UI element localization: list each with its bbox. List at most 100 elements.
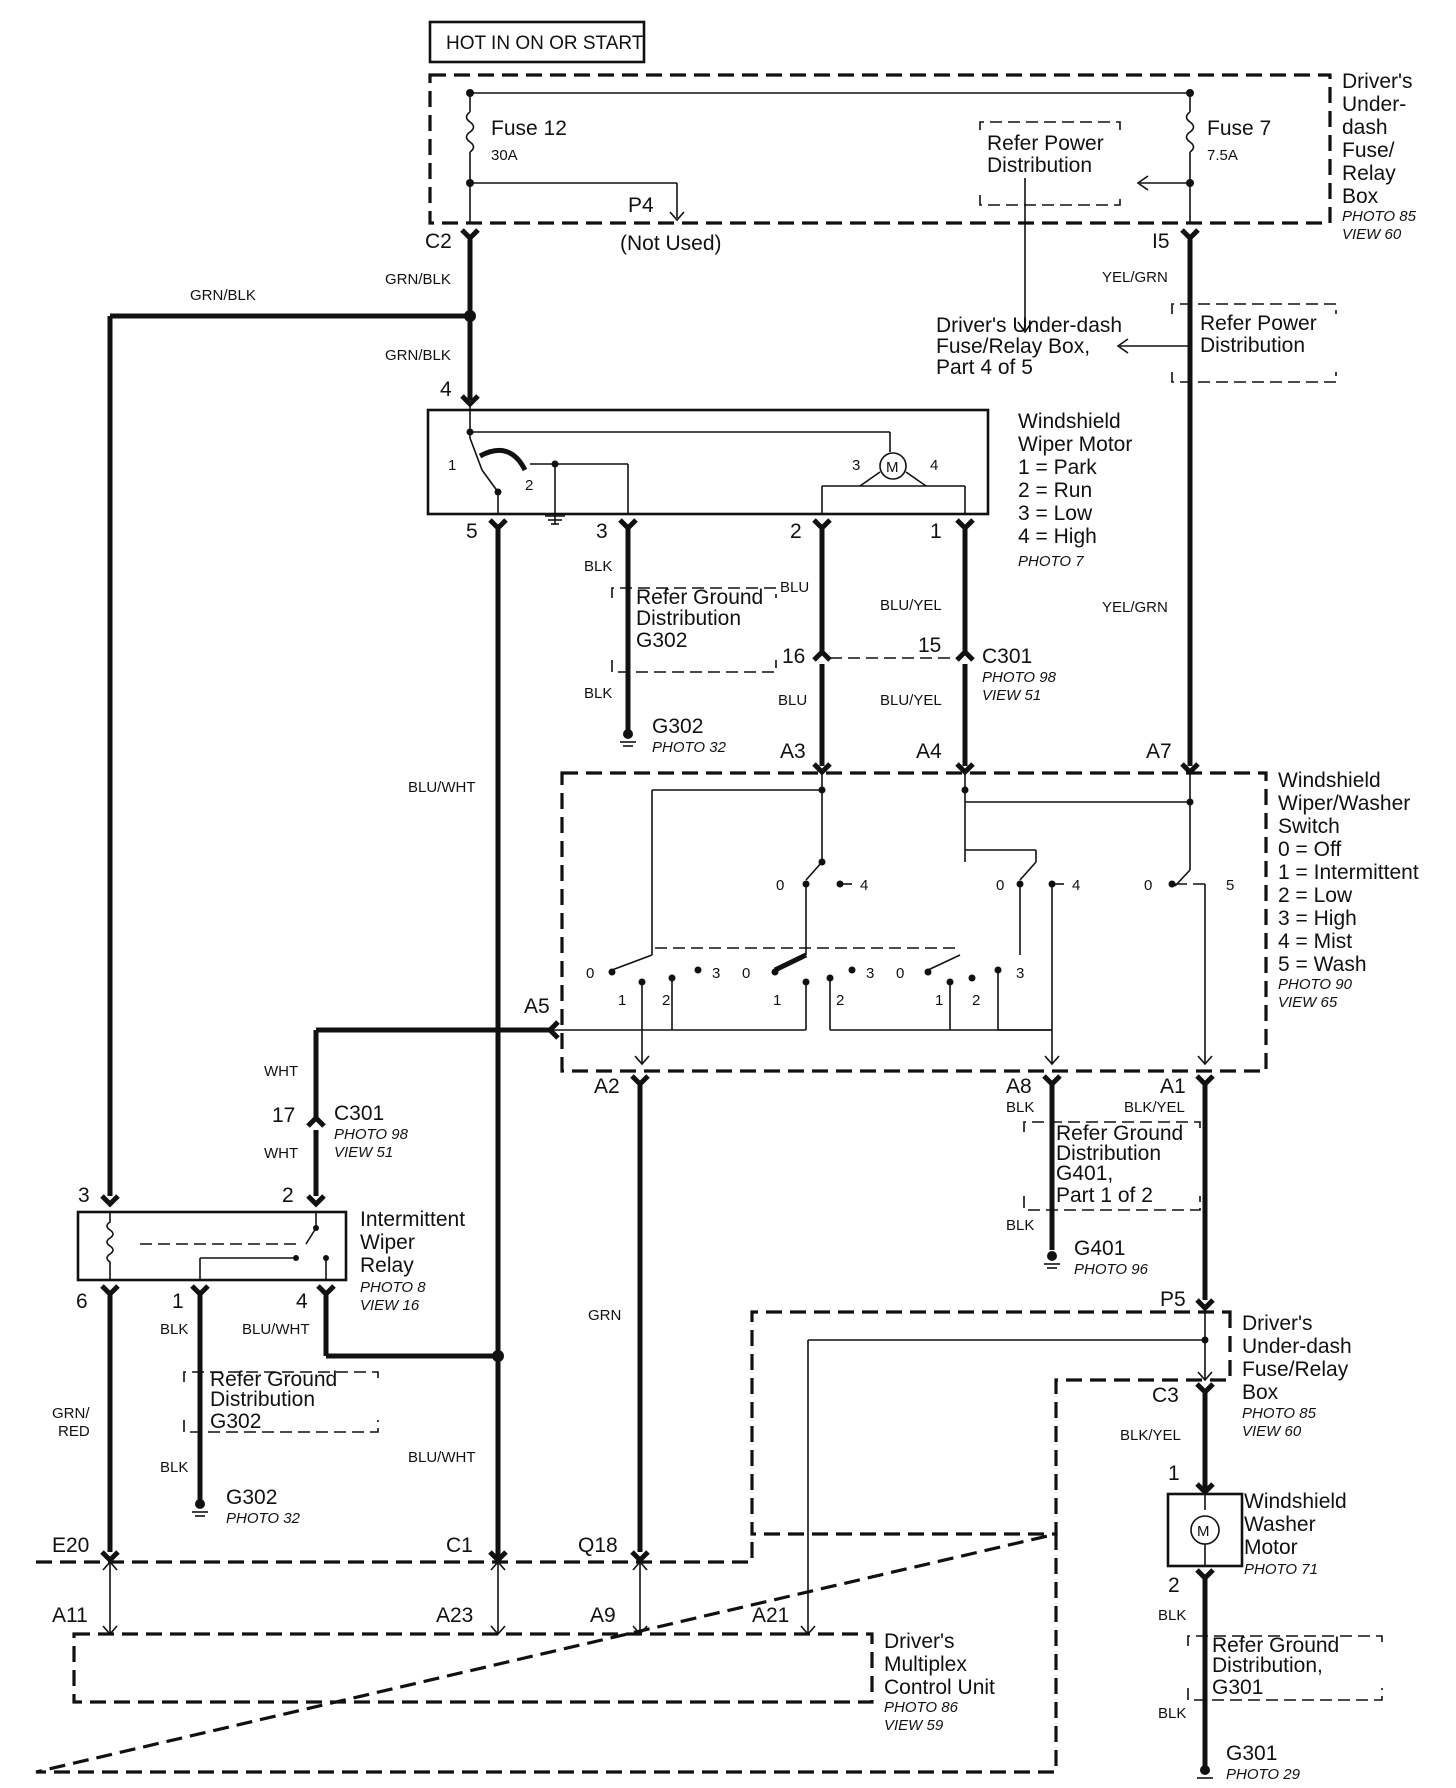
- mcu-pin-a11: A11: [52, 1604, 88, 1627]
- wire-blk-1: BLK: [584, 558, 612, 575]
- wire-grn-blk-1: GRN/BLK: [385, 271, 451, 288]
- svg-text:2: 2: [972, 992, 980, 1009]
- motor-pin-4: 4: [440, 378, 452, 401]
- svg-text:5 = Wash: 5 = Wash: [1278, 953, 1367, 976]
- c301-mid-photo-1: PHOTO 98: [334, 1126, 409, 1143]
- switch-pin-a7: A7: [1146, 740, 1172, 763]
- fusebox-bottom-outline: [750, 1310, 1232, 1536]
- g302-top-refer-2: Distribution: [636, 607, 741, 630]
- fusebox-part4-3: Part 4 of 5: [936, 356, 1033, 379]
- svg-text:0: 0: [586, 965, 594, 982]
- svg-text:M: M: [1197, 1523, 1210, 1540]
- g301-name: G301: [1226, 1742, 1277, 1765]
- c301-mid-name: C301: [334, 1102, 384, 1125]
- wire-blk-g401-2: BLK: [1006, 1217, 1034, 1234]
- refer-power-right-1: Refer Power: [1200, 312, 1317, 335]
- switch-pin-a8: A8: [1006, 1075, 1032, 1098]
- svg-text:Box: Box: [1342, 185, 1379, 208]
- mcu-outline: [35, 1531, 1058, 1774]
- g302-top-refer-1: Refer Ground: [636, 586, 763, 609]
- svg-text:1: 1: [935, 992, 943, 1009]
- switch-pin-a5: A5: [524, 995, 550, 1018]
- g401-refer-4: Part 1 of 2: [1056, 1184, 1153, 1207]
- switch-pin-a3: A3: [780, 740, 806, 763]
- svg-text:VIEW 16: VIEW 16: [360, 1297, 420, 1314]
- wire-blu-yel-1: BLU/YEL: [880, 597, 942, 614]
- header-box: [428, 20, 646, 64]
- wire-blu-2: BLU: [778, 692, 807, 709]
- g302-bottom-refer-2: Distribution: [210, 1388, 315, 1411]
- svg-text:Switch: Switch: [1278, 815, 1340, 838]
- svg-text:Windshield: Windshield: [1244, 1490, 1347, 1513]
- fuse7-name: Fuse 7: [1207, 117, 1271, 140]
- fusebox-bottom-c3: C3: [1152, 1384, 1179, 1407]
- svg-text:PHOTO 85: PHOTO 85: [1342, 208, 1417, 225]
- svg-text:Control Unit: Control Unit: [884, 1676, 995, 1699]
- g301-ground-icon: [1200, 1765, 1210, 1775]
- wire-blu-1: BLU: [780, 579, 809, 596]
- svg-text:VIEW 65: VIEW 65: [1278, 994, 1338, 1011]
- switch-outline: [560, 771, 1268, 1073]
- g301-photo: PHOTO 29: [1226, 1766, 1301, 1783]
- wire-blk-2: BLK: [584, 685, 612, 702]
- svg-text:Windshield: Windshield: [1278, 769, 1381, 792]
- washer-pin-1: 1: [1168, 1462, 1180, 1485]
- motor-pin-5: 5: [466, 520, 478, 543]
- svg-text:0: 0: [896, 965, 904, 982]
- svg-text:0: 0: [996, 877, 1004, 894]
- svg-text:3: 3: [712, 965, 720, 982]
- svg-text:PHOTO 85: PHOTO 85: [1242, 1405, 1317, 1422]
- g401-refer-3: G401,: [1056, 1162, 1113, 1185]
- mcu-pin-c1: C1: [446, 1534, 473, 1557]
- g302-top-refer-3: G302: [636, 629, 687, 652]
- fusebox-part4-1: Driver's Under-dash: [936, 314, 1122, 337]
- washer-pin-2: 2: [1168, 1574, 1180, 1597]
- fuse12-rating: 30A: [491, 147, 518, 164]
- wire-wht-1: WHT: [264, 1063, 298, 1080]
- svg-text:Under-dash: Under-dash: [1242, 1335, 1352, 1358]
- svg-text:3: 3: [1016, 965, 1024, 982]
- svg-text:PHOTO 86: PHOTO 86: [884, 1699, 959, 1716]
- svg-text:Under-: Under-: [1342, 93, 1406, 116]
- c301-top-name: C301: [982, 645, 1032, 668]
- svg-text:Fuse/Relay: Fuse/Relay: [1242, 1358, 1349, 1381]
- c301-top-photo-1: PHOTO 98: [982, 669, 1057, 686]
- wire-blu-wht-3: BLU/WHT: [408, 1449, 476, 1466]
- header-text: HOT IN ON OR START: [446, 33, 644, 54]
- g302-bottom-refer-3: G302: [210, 1410, 261, 1433]
- wire-grn-red-1: GRN/: [52, 1405, 90, 1422]
- wire-blk-yel-1: BLK/YEL: [1124, 1099, 1185, 1116]
- wire-grn-blk-2: GRN/BLK: [190, 287, 256, 304]
- svg-text:Relay: Relay: [1342, 162, 1396, 185]
- not-used-label: (Not Used): [620, 232, 722, 255]
- wiper-motor-box: [426, 408, 990, 516]
- wiper-motor-title: Windshield Wiper Motor 1 = Park 2 = Run …: [1018, 410, 1132, 570]
- c301-pin-15: 15: [918, 634, 941, 657]
- relay-box: [76, 1210, 348, 1282]
- relay-title: Intermittent Wiper Relay PHOTO 8 VIEW 16: [360, 1208, 465, 1314]
- relay-pin-2: 2: [282, 1184, 294, 1207]
- svg-text:3 = Low: 3 = Low: [1018, 502, 1093, 525]
- mcu-pin-q18: Q18: [578, 1534, 618, 1557]
- svg-text:3: 3: [866, 965, 874, 982]
- wire-blu-wht-2: BLU/WHT: [242, 1321, 310, 1338]
- svg-text:M: M: [886, 459, 899, 476]
- c301-mid-photo-2: VIEW 51: [334, 1144, 393, 1161]
- svg-text:dash: dash: [1342, 116, 1388, 139]
- wire-grn-red-2: RED: [58, 1423, 90, 1440]
- motor-pin-1: 1: [930, 520, 942, 543]
- svg-text:2: 2: [836, 992, 844, 1009]
- svg-text:PHOTO 90: PHOTO 90: [1278, 976, 1353, 993]
- svg-text:2: 2: [662, 992, 670, 1009]
- fuse12-symbol: [465, 111, 475, 153]
- svg-text:0: 0: [1144, 877, 1152, 894]
- svg-text:PHOTO 7: PHOTO 7: [1018, 553, 1084, 570]
- svg-text:Wiper Motor: Wiper Motor: [1018, 433, 1132, 456]
- svg-text:4: 4: [860, 877, 868, 894]
- wire-blk-g301-2: BLK: [1158, 1705, 1186, 1722]
- mcu-pin-e20: E20: [52, 1534, 89, 1557]
- wire-blk-yel-2: BLK/YEL: [1120, 1427, 1181, 1444]
- fuse7-symbol: [1185, 111, 1195, 153]
- g302-top-photo: PHOTO 32: [652, 739, 727, 756]
